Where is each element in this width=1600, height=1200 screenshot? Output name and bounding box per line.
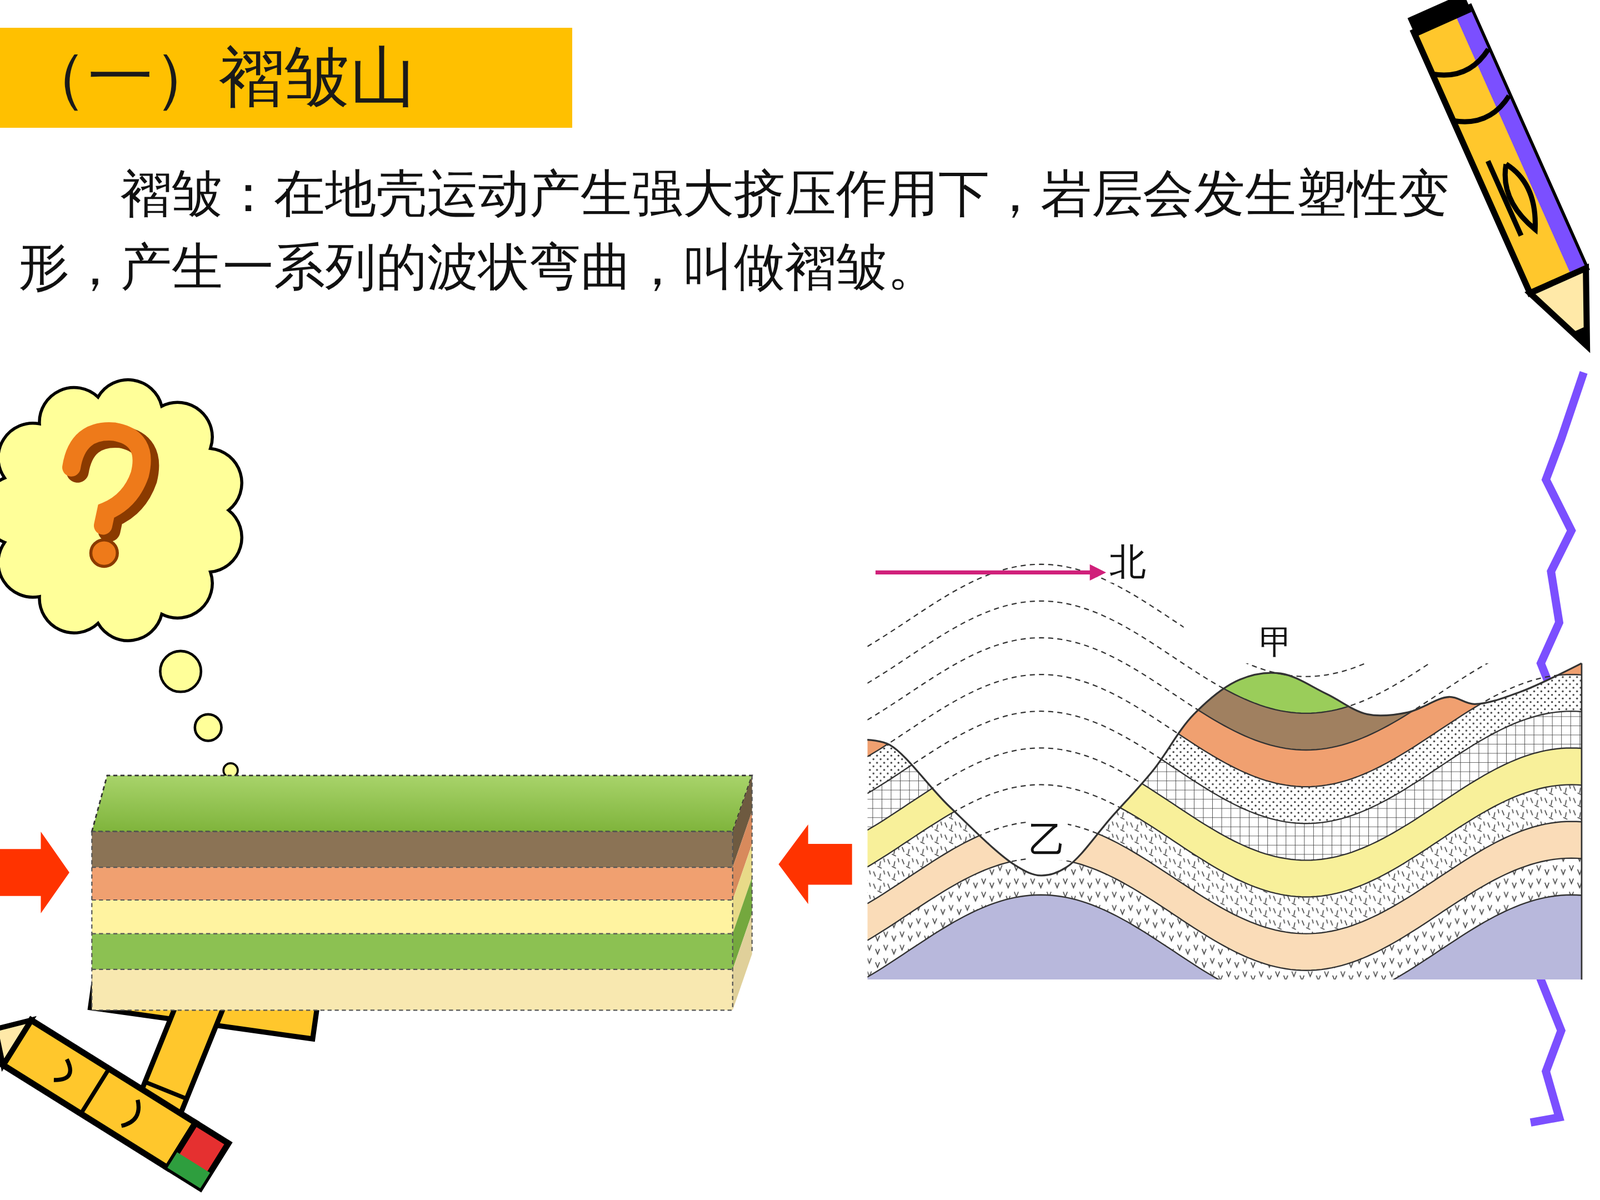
definition-text: 褶皱：在地壳运动产生强大挤压作用下，岩层会发生塑性变形，产生一系列的波状弯曲，叫…: [18, 157, 1463, 304]
place-label: 甲: [1257, 623, 1295, 660]
north-arrow: [875, 564, 1107, 581]
eroded-layer-line: [867, 637, 1582, 750]
eroded-layer-line: [867, 564, 1582, 677]
layer-boundary: [867, 564, 1582, 677]
thought-bubble: [160, 651, 201, 692]
thought-bubble: [195, 714, 222, 742]
thought-cloud: [0, 380, 242, 642]
place-label: 乙: [1026, 820, 1068, 861]
eroded-layer-line: [867, 601, 1582, 714]
section-edge: [1581, 663, 1583, 980]
eroded-layer-line: [867, 674, 1582, 787]
pencil-icon: [0, 1006, 229, 1189]
question-mark-icon: [71, 431, 143, 526]
fold-cross-section: [867, 564, 1582, 1008]
ground-surface: [867, 663, 1582, 876]
eroded-layer-line: [867, 784, 1582, 897]
force-arrow: [0, 831, 70, 914]
eroded-layer-line: [867, 858, 1582, 971]
slide-title: （一）褶皱山: [0, 33, 416, 123]
direction-label: 北: [1107, 542, 1149, 583]
layer-boundary: [867, 711, 1582, 824]
layer-boundary: [867, 747, 1582, 860]
layer-boundary: [867, 601, 1582, 714]
eroded-layer-line: [867, 821, 1582, 934]
layer-boundary: [867, 637, 1582, 750]
force-arrow: [778, 824, 852, 904]
eroded-layer-line: [867, 711, 1582, 824]
layer-boundary: [867, 784, 1582, 897]
eroded-layer-line: [867, 747, 1582, 860]
question-mark-icon: [90, 540, 118, 567]
layer-boundary: [867, 821, 1582, 934]
rock-layer: [867, 895, 1582, 1008]
rock-layer: [867, 858, 1582, 1008]
layer-boundary: [867, 858, 1582, 971]
eroded-layer-line: [867, 895, 1582, 1008]
layer-boundary: [867, 895, 1582, 1008]
title-banner: （一）褶皱山: [0, 27, 573, 128]
layer-boundary: [867, 674, 1582, 787]
rock-layer-block: [91, 775, 752, 1010]
